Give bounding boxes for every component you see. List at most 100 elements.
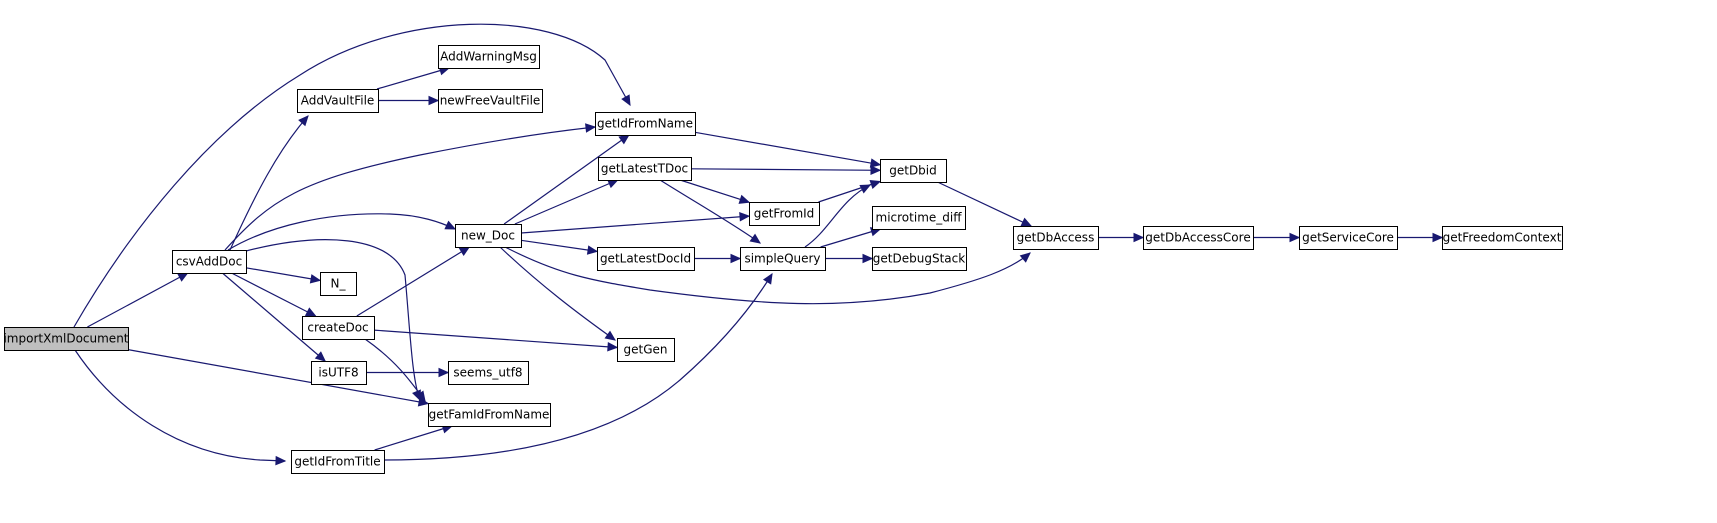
edge-line (74, 349, 286, 462)
edge-csvAddDoc-to-N_ (245, 267, 322, 284)
edge-line (694, 131, 881, 166)
node-getIdFromName[interactable]: getIdFromName (595, 112, 696, 136)
node-label: getServiceCore (1302, 231, 1394, 245)
edge-line (659, 179, 761, 244)
arrowhead-icon (1133, 232, 1145, 243)
edge-line (245, 239, 421, 401)
node-label: simpleQuery (744, 252, 820, 266)
edge-getDbAccessCore-to-getServiceCore (1253, 232, 1301, 243)
node-box (428, 403, 551, 427)
edge-createDoc-to-getGen (373, 329, 619, 352)
arrowhead-icon (862, 253, 874, 264)
node-label: getLatestDocId (600, 252, 691, 266)
arrowhead-icon (444, 220, 457, 230)
node-getLatestDocId[interactable]: getLatestDocId (597, 247, 695, 271)
edge-getFromId-to-getDbid (818, 179, 882, 203)
node-label: getIdFromTitle (294, 455, 380, 469)
edge-getDbid-to-getDbAccess (937, 181, 1033, 227)
edge-new_Doc-to-getLatestTDoc (514, 179, 619, 225)
node-microtime_diff[interactable]: microtime_diff (872, 206, 966, 230)
edge-line (820, 228, 881, 248)
edge-line (73, 23, 631, 328)
node-label: getDbid (889, 164, 937, 178)
node-label: getIdFromName (597, 117, 693, 131)
node-label: new_Doc (461, 229, 515, 243)
node-box (172, 250, 247, 274)
edge-line (356, 246, 470, 317)
node-box (297, 89, 379, 113)
node-box (311, 361, 367, 385)
node-label: seems_utf8 (453, 366, 522, 380)
node-box (617, 338, 675, 362)
node-label: AddVaultFile (301, 94, 375, 108)
node-createDoc[interactable]: createDoc (302, 316, 375, 340)
edge-line (87, 272, 188, 328)
node-getDbAccess[interactable]: getDbAccess (1013, 226, 1099, 250)
node-AddVaultFile[interactable]: AddVaultFile (297, 89, 379, 113)
node-getGen[interactable]: getGen (617, 338, 675, 362)
edge-line (127, 349, 429, 405)
edge-csvAddDoc-to-getIdFromName (224, 123, 597, 251)
node-label: createDoc (307, 321, 368, 335)
edge-importXmlDocument-to-getFamIdFromName (127, 349, 430, 407)
arrowhead-icon (618, 134, 630, 145)
node-isUTF8[interactable]: isUTF8 (311, 361, 367, 385)
edge-createDoc-to-getFamIdFromName (364, 338, 426, 403)
edge-getLatestDocId-to-simpleQuery (694, 253, 742, 264)
edge-line (804, 184, 871, 248)
node-box (740, 247, 826, 271)
edge-line (224, 126, 596, 251)
arrowhead-icon (870, 165, 882, 175)
edge-isUTF8-to-seems_utf8 (366, 367, 450, 378)
node-label: csvAddDoc (176, 255, 242, 269)
edge-getIdFromName-to-getDbid (694, 131, 882, 168)
node-getFamIdFromName[interactable]: getFamIdFromName (428, 403, 551, 427)
node-box (872, 247, 967, 271)
node-AddWarningMsg[interactable]: AddWarningMsg (438, 45, 540, 69)
edge-getIdFromTitle-to-getFamIdFromName (374, 424, 454, 451)
arrowhead-icon (1020, 217, 1033, 227)
node-label: getFromId (754, 207, 815, 221)
node-box (880, 159, 947, 183)
edge-new_Doc-to-getLatestDocId (520, 239, 599, 255)
edge-line (679, 179, 750, 203)
node-getIdFromTitle[interactable]: getIdFromTitle (291, 450, 385, 474)
edge-importXmlDocument-to-getIdFromTitle (74, 349, 287, 466)
node-getLatestTDoc[interactable]: getLatestTDoc (598, 157, 692, 181)
edge-line (245, 267, 321, 281)
edge-new_Doc-to-getFromId (520, 212, 751, 234)
edge-simpleQuery-to-microtime_diff (820, 227, 882, 248)
node-importXmlDocument[interactable]: importXmlDocument (3, 327, 129, 351)
edge-line (383, 273, 773, 461)
node-label: microtime_diff (876, 211, 963, 225)
edge-new_Doc-to-getDbAccess (504, 246, 1031, 305)
arrowhead-icon (621, 94, 631, 107)
node-seems_utf8[interactable]: seems_utf8 (448, 361, 529, 385)
edge-line (373, 329, 618, 349)
node-getDbid[interactable]: getDbid (880, 159, 947, 183)
edge-new_Doc-to-getGen (499, 246, 617, 341)
node-box (1299, 226, 1398, 250)
edge-simpleQuery-to-getDbid (804, 184, 872, 248)
node-getFromId[interactable]: getFromId (749, 202, 820, 226)
node-new_Doc[interactable]: new_Doc (455, 224, 522, 248)
node-getDbAccessCore[interactable]: getDbAccessCore (1143, 226, 1254, 250)
node-label: newFreeVaultFile (440, 94, 541, 108)
node-getDebugStack[interactable]: getDebugStack (872, 247, 967, 271)
arrowhead-icon (604, 330, 617, 341)
arrowhead-icon (869, 179, 882, 190)
node-simpleQuery[interactable]: simpleQuery (740, 247, 826, 271)
node-label: getLatestTDoc (601, 162, 688, 176)
node-newFreeVaultFile[interactable]: newFreeVaultFile (438, 89, 543, 113)
node-box (438, 89, 543, 113)
node-box (595, 112, 696, 136)
node-box (291, 450, 385, 474)
node-csvAddDoc[interactable]: csvAddDoc (172, 250, 247, 274)
node-box (1442, 226, 1563, 250)
arrowhead-icon (586, 245, 599, 255)
node-getFreedomContext[interactable]: getFreedomContext (1442, 226, 1563, 250)
arrowhead-icon (739, 212, 751, 222)
node-N_[interactable]: N_ (320, 272, 357, 296)
arrowhead-icon (298, 115, 309, 127)
node-getServiceCore[interactable]: getServiceCore (1299, 226, 1398, 250)
